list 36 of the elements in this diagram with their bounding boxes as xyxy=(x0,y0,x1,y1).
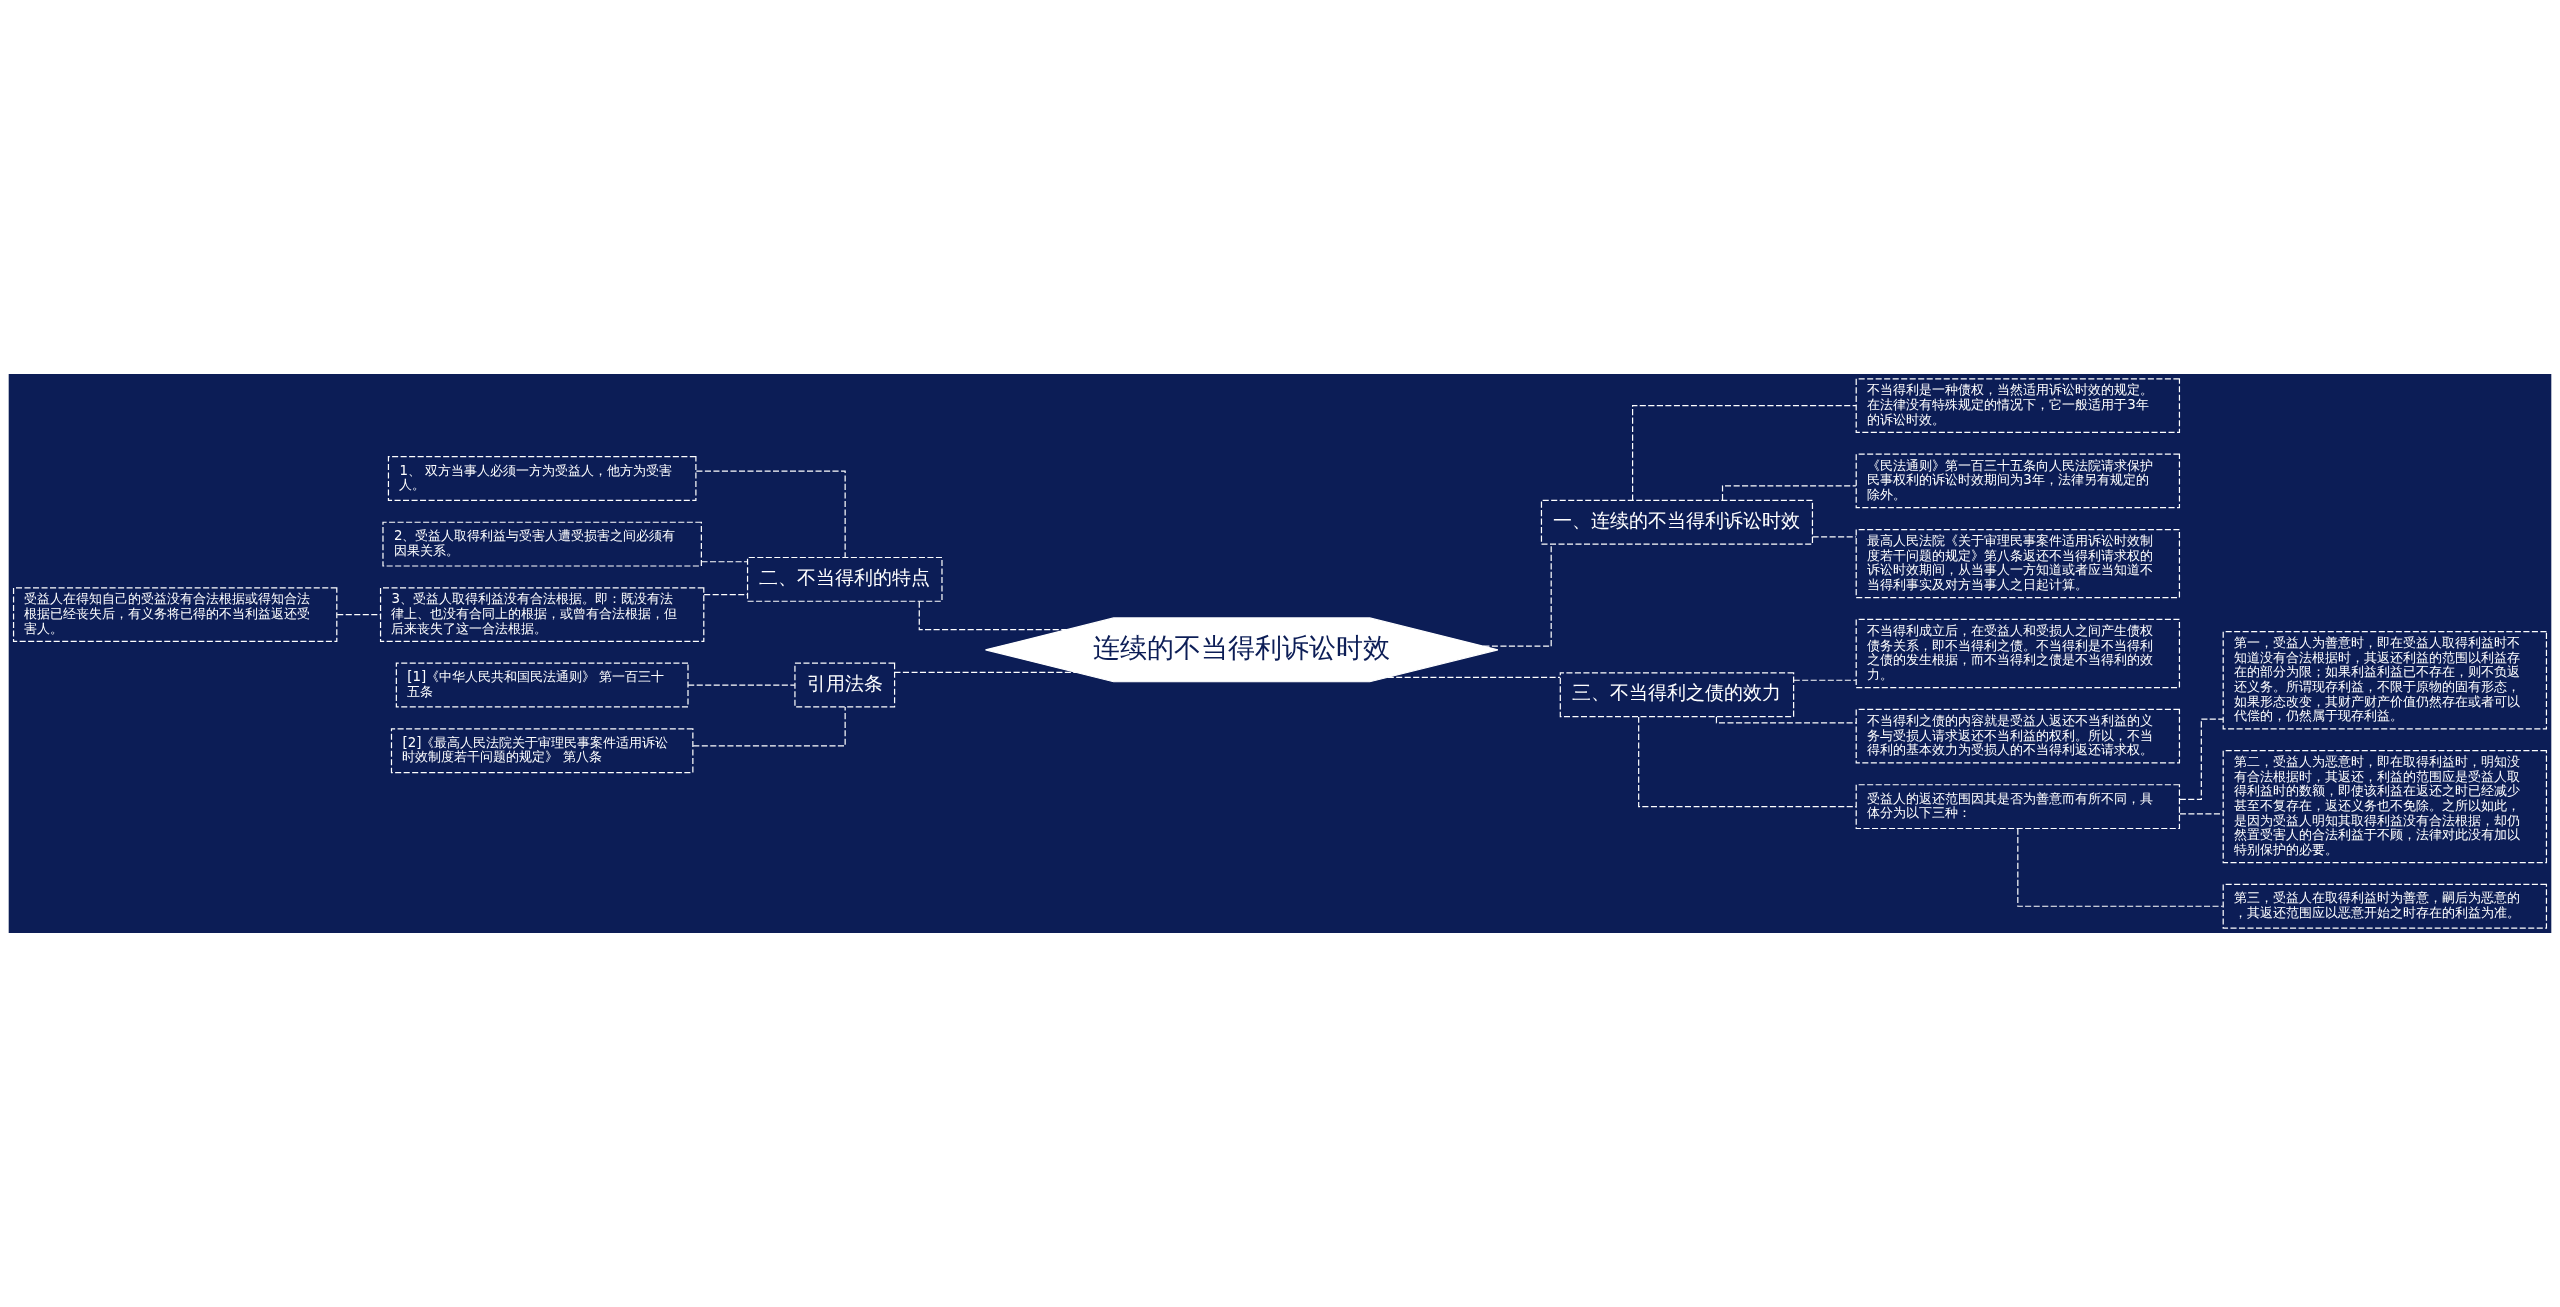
node-box: 二、不当得利的特点 xyxy=(746,556,943,602)
node-box: 第二，受益人为恶意时，即在取得利益时，明知没有合法根据时，其返还，利益的范围应是受益人取得利益时的数额，即使该利益在返还之时已经减少甚至不复存在，返还义务也不免除。之所以如此，是因为受益人明知其取得利益没有合法根据，却仍然置受害人的合法利益于不顾，法律对此没有加以特别保护的必要。 xyxy=(2222,750,2548,864)
connector xyxy=(1387,676,1561,678)
node-box: [2]《最高人民法院关于审理民事案件适用诉讼时效制度若干问题的规定》 第八条 xyxy=(390,728,694,774)
node-box: 不当得利之债的内容就是受益人返还不当利益的义务与受损人请求返还不当利益的权利。所以，不当得利的基本效力为受损人的不当得利返还请求权。 xyxy=(1855,708,2181,764)
connector xyxy=(1482,543,1552,647)
node-box: 第三，受益人在取得利益时为善意，嗣后为恶意的，其返还范围应以恶意开始之时存在的利益为准。 xyxy=(2222,883,2548,929)
node-box: 第一，受益人为善意时，即在受益人取得利益时不知道没有合法根据时，其返还利益的范围以利益存在的部分为限；如果利益利益已不存在，则不负返还义务。所谓现存利益，不限于原物的固有形态，如果形态改变，其财产财产价值仍然存在或者可以代偿的，仍然属于现存利益。 xyxy=(2222,631,2548,730)
connector xyxy=(692,706,846,747)
node-box: 引用法条 xyxy=(794,662,896,708)
connector xyxy=(1715,716,1857,724)
connector xyxy=(1632,405,1857,501)
node-box: 1、 双方当事人必须一方为受益人，他方为受害人。 xyxy=(387,456,697,501)
node-box: 《民法通则》第一百三十五条向人民法院请求保护民事权利的诉讼时效期间为3年，法律另有规定的除外。 xyxy=(1855,453,2181,509)
connector xyxy=(700,561,748,563)
connector xyxy=(695,470,846,559)
node-box: 三、不当得利之债的效力 xyxy=(1559,672,1795,718)
connector xyxy=(1721,485,1857,501)
connector xyxy=(1793,679,1857,681)
node-box: [1]《中华人民共和国民法通则》 第一百三十五条 xyxy=(395,662,689,708)
node-box: 受益人的返还范围因其是否为善意而有所不同，具体分为以下三种： xyxy=(1855,784,2181,830)
connector xyxy=(1638,716,1857,808)
connector xyxy=(894,671,1077,673)
connector xyxy=(2017,828,2224,907)
connector xyxy=(336,614,381,616)
node-box: 最高人民法院《关于审理民事案件适用诉讼时效制度若干问题的规定》第八条返还不当得利请求权的诉讼时效期间，从当事人一方知道或者应当知道不当得利事实及对方当事人之日起计算。 xyxy=(1855,528,2181,599)
node-box: 受益人在得知自己的受益没有合法根据或得知合法根据已经丧失后，有义务将已得的不当利益返还受害人。 xyxy=(12,587,338,642)
connector xyxy=(687,684,796,686)
node-box: 3、受益人取得利益没有合法根据。即：既没有法律上、也没有合同上的根据，或曾有合法根据，但后来丧失了这一合法根据。 xyxy=(379,587,705,642)
connector xyxy=(703,593,748,596)
node-box: 2、受益人取得利益与受害人遭受损害之间必须有因果关系。 xyxy=(382,521,702,567)
connector xyxy=(1812,536,1857,538)
connector xyxy=(2179,813,2224,815)
node-box: 不当得利是一种债权，当然适用诉讼时效的规定。在法律没有特殊规定的情况下，它一般适用于3年的诉讼时效。 xyxy=(1855,378,2181,433)
node-box: 不当得利成立后，在受益人和受损人之间产生债权债务关系，即不当得利之债。不当得利是不当得利之债的发生根据，而不当得利之债是不当得利的效力。 xyxy=(1855,618,2181,689)
node-box: 一、连续的不当得利诉讼时效 xyxy=(1540,499,1814,545)
